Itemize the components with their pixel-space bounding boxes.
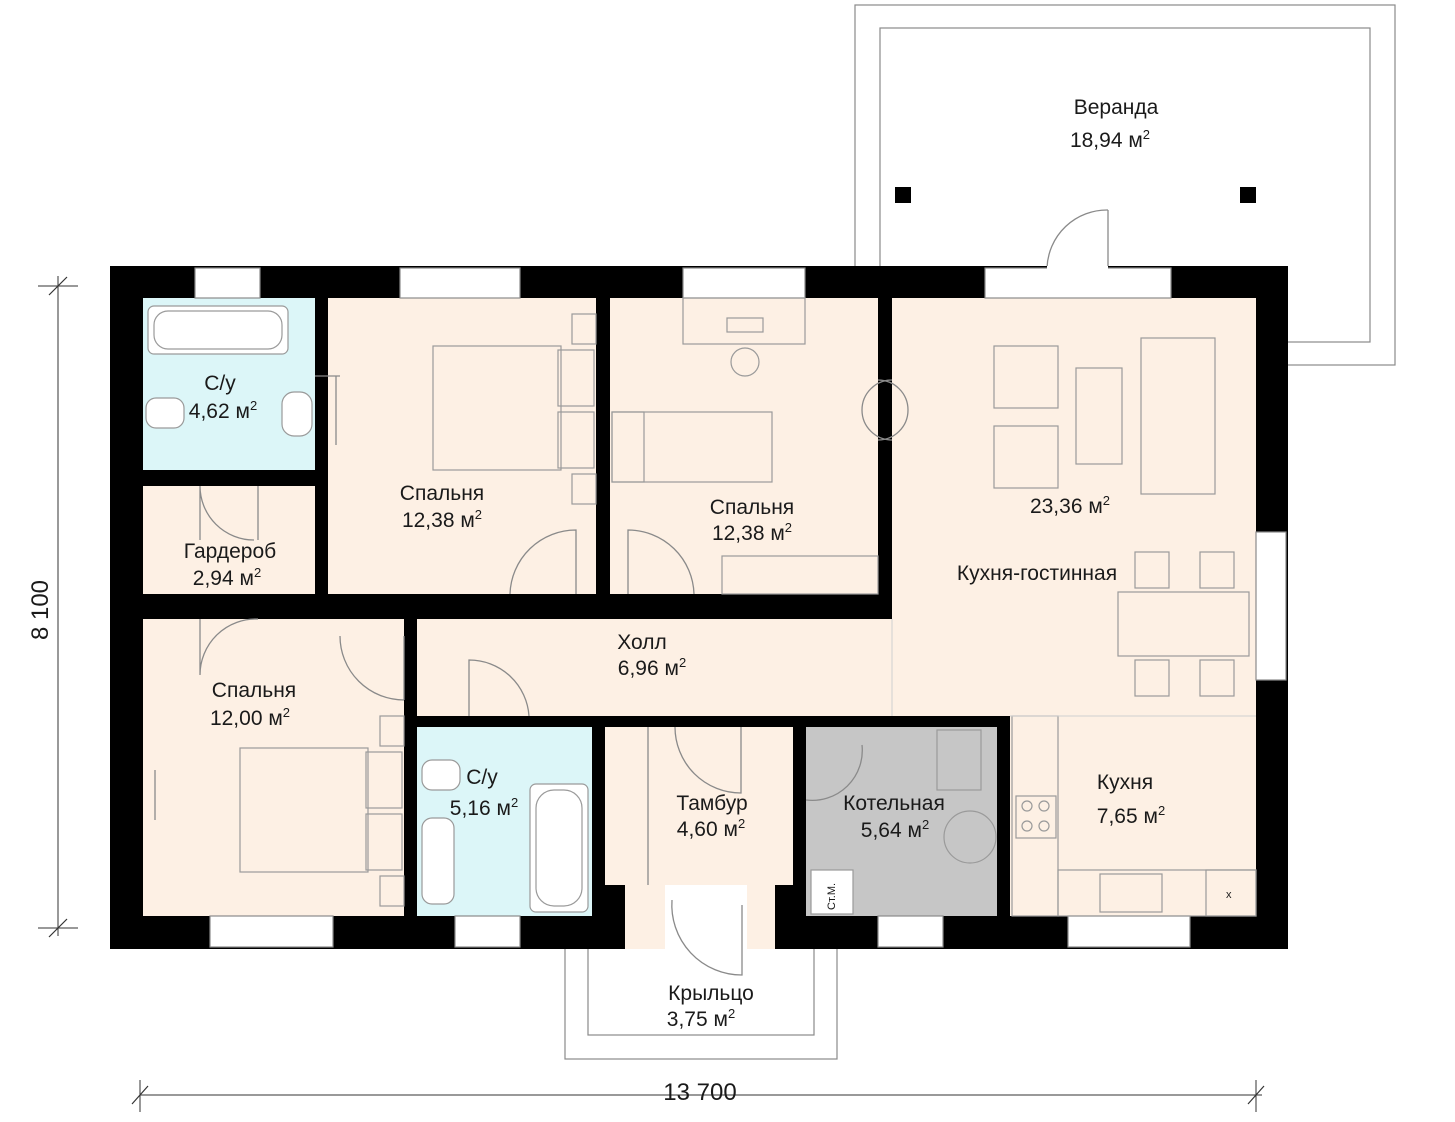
room-living bbox=[892, 298, 1256, 716]
bedroom1-area: 12,38 м2 bbox=[402, 507, 482, 532]
bedroom3-area: 12,00 м2 bbox=[210, 705, 290, 730]
bath1-name: С/у bbox=[204, 372, 236, 395]
width-dimension: 13 700 bbox=[663, 1079, 736, 1106]
boiler-name: Котельная bbox=[843, 792, 945, 815]
kitchen-area: 7,65 м2 bbox=[1097, 803, 1165, 828]
living-name: Кухня-гостинная bbox=[957, 562, 1117, 585]
kitchen-name: Кухня bbox=[1097, 771, 1153, 794]
bedroom3-name: Спальня bbox=[212, 679, 296, 702]
sink-mark: x bbox=[1226, 889, 1232, 901]
boiler-area: 5,64 м2 bbox=[861, 817, 929, 842]
windows bbox=[194, 266, 1287, 948]
dimension-lines: 13 700 8 100 bbox=[27, 276, 1265, 1112]
hall-name: Холл bbox=[617, 631, 667, 654]
room-bedroom3 bbox=[143, 619, 404, 916]
wardrobe-name: Гардероб bbox=[184, 540, 276, 563]
bath1-area: 4,62 м2 bbox=[189, 398, 257, 423]
room-vestibule bbox=[605, 727, 793, 885]
fixtures: Ст.М. x bbox=[145, 297, 1257, 976]
room-wardrobe bbox=[143, 486, 315, 594]
porch bbox=[564, 944, 838, 1060]
vestibule-area: 4,60 м2 bbox=[677, 816, 745, 841]
bath2-area: 5,16 м2 bbox=[450, 795, 518, 820]
height-dimension: 8 100 bbox=[27, 580, 54, 640]
room-bedroom1 bbox=[328, 298, 596, 594]
veranda-name: Веранда bbox=[1074, 96, 1159, 119]
bedroom2-area: 12,38 м2 bbox=[712, 520, 792, 545]
wardrobe-area: 2,94 м2 bbox=[193, 565, 261, 590]
riser-label: Ст.М. bbox=[826, 883, 838, 910]
bath2-name: С/у bbox=[466, 766, 498, 789]
porch-area: 3,75 м2 bbox=[667, 1006, 735, 1031]
vestibule-name: Тамбур bbox=[676, 792, 747, 815]
bedroom2-name: Спальня bbox=[710, 496, 794, 519]
bedroom1-name: Спальня bbox=[400, 482, 484, 505]
room-bedroom2 bbox=[610, 298, 878, 594]
hall-area: 6,96 м2 bbox=[618, 655, 686, 680]
porch-name: Крыльцо bbox=[668, 982, 754, 1005]
room-kitchen bbox=[1010, 716, 1256, 916]
room-hall bbox=[417, 619, 892, 716]
room-labels: Веранда 18,94 м2 С/у 4,62 м2 Спальня 12,… bbox=[184, 96, 1165, 1031]
veranda-area: 18,94 м2 bbox=[1070, 127, 1150, 152]
living-area: 23,36 м2 bbox=[1030, 493, 1110, 518]
